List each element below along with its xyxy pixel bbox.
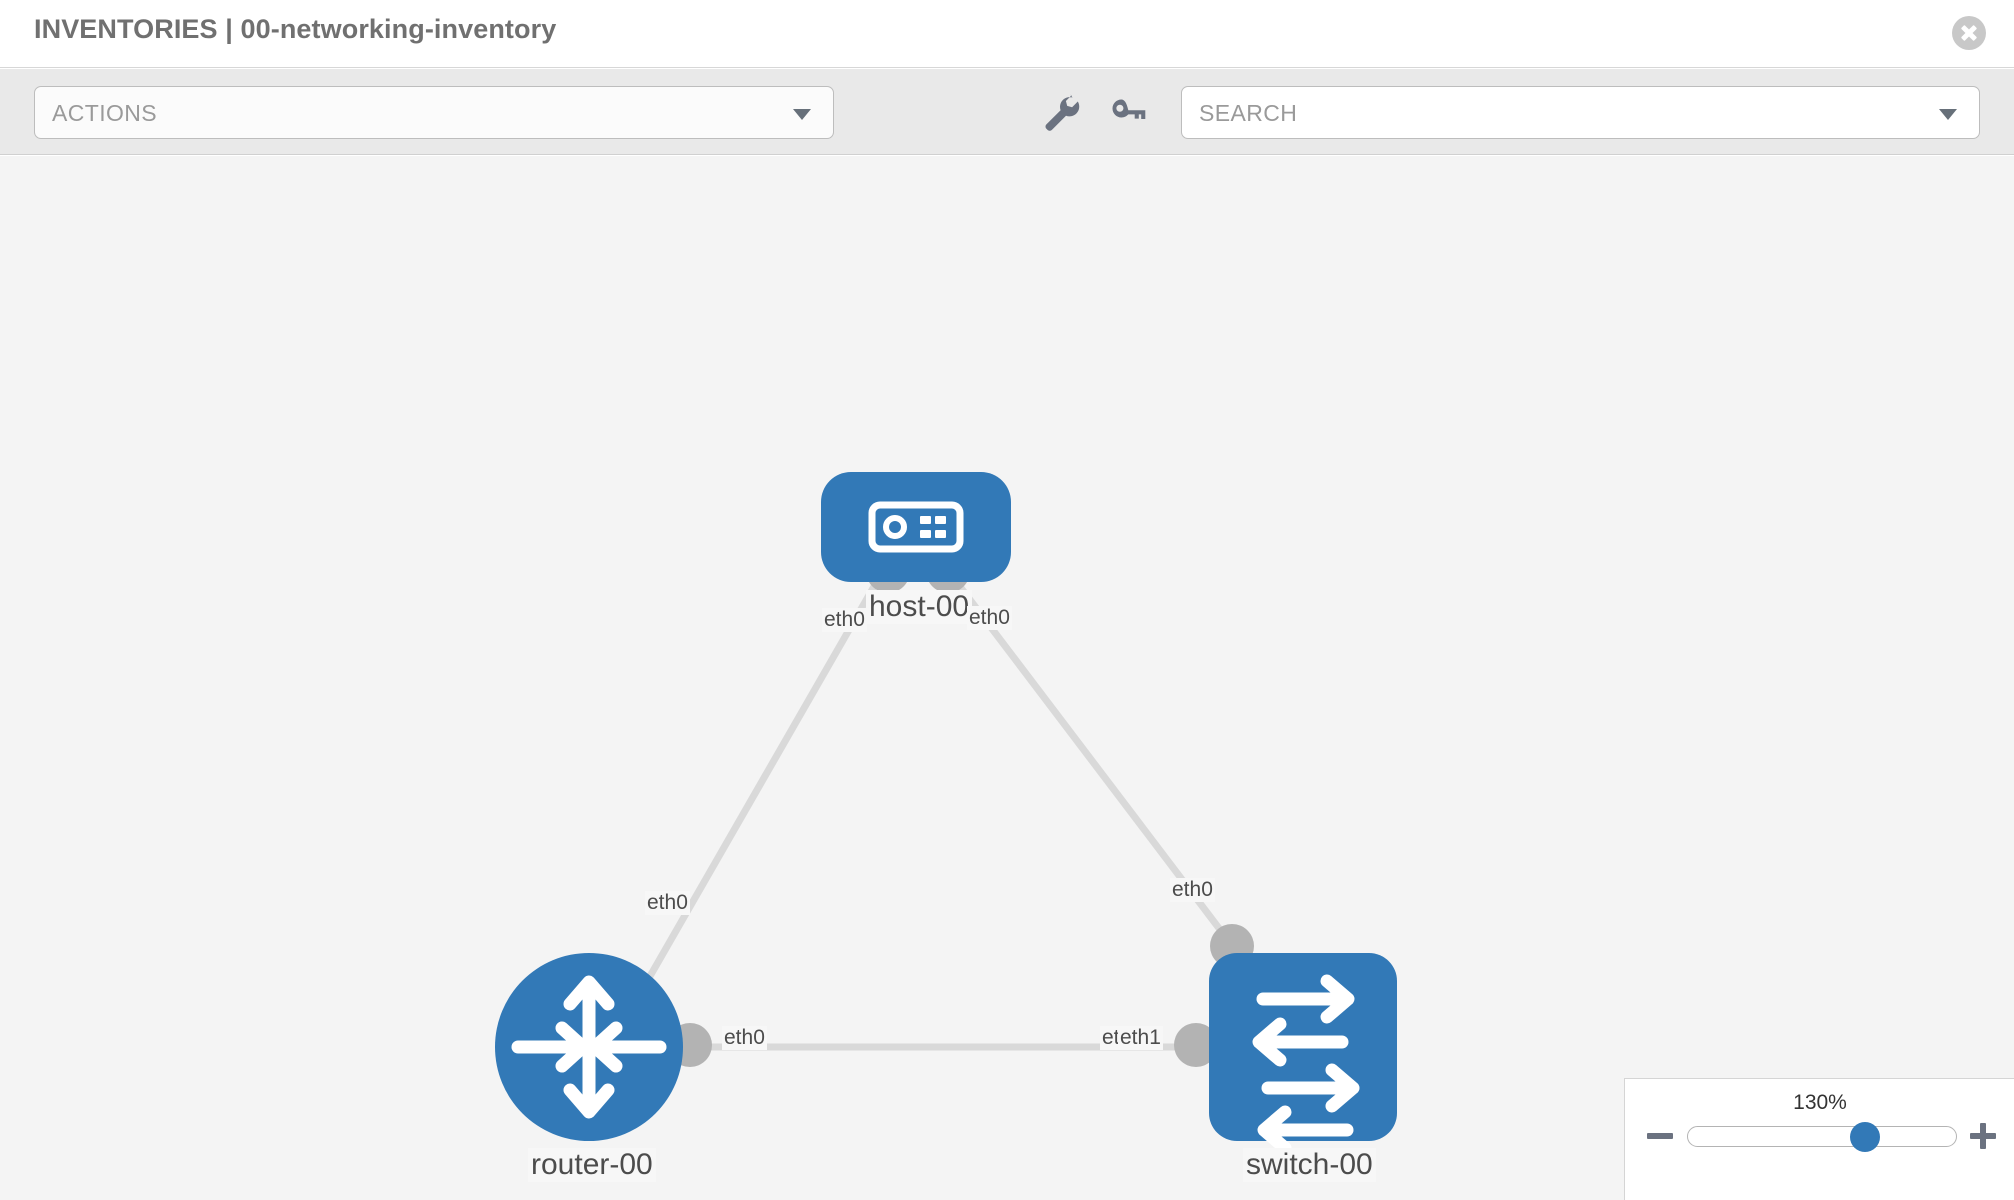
page-header: INVENTORIES | 00-networking-inventory xyxy=(0,0,2014,68)
node-label-host-00: host-00 xyxy=(866,590,973,624)
search-input[interactable]: SEARCH xyxy=(1181,86,1980,139)
node-switch-00[interactable] xyxy=(1209,953,1397,1155)
actions-dropdown-label: ACTIONS xyxy=(52,100,158,126)
node-host-00[interactable] xyxy=(821,472,1011,582)
topology-links xyxy=(626,573,1245,1051)
chevron-down-icon xyxy=(793,108,811,120)
zoom-slider-handle[interactable] xyxy=(1849,1121,1880,1152)
zoom-slider[interactable] xyxy=(1687,1121,1957,1152)
edge-label-host-router: eth0 xyxy=(822,608,867,632)
chevron-down-icon xyxy=(1939,108,1957,120)
actions-dropdown[interactable]: ACTIONS xyxy=(34,86,834,139)
search-input-placeholder: SEARCH xyxy=(1199,100,1298,126)
edge-label-router-switch: eth0 xyxy=(722,1026,767,1050)
topology-graph xyxy=(495,472,1397,1155)
link-host-router xyxy=(626,574,884,1013)
plus-icon-bar-v xyxy=(1980,1123,1986,1149)
topology-canvas[interactable]: eth0 host-00 eth0 eth0 eth0 eth0 eth0 et… xyxy=(0,156,2014,1200)
edge-label-switch-host: eth0 xyxy=(1170,878,1215,902)
topology-endpoints xyxy=(668,549,1254,1067)
node-router-00[interactable] xyxy=(495,953,683,1141)
wrench-icon[interactable] xyxy=(1040,93,1082,133)
edge-label-router-host: eth0 xyxy=(645,891,690,915)
toolbar: ACTIONS SEARCH xyxy=(0,69,2014,155)
close-icon[interactable] xyxy=(1952,16,1986,50)
node-label-switch-00: switch-00 xyxy=(1243,1148,1376,1182)
edge-label-switch-router: eth1 xyxy=(1118,1026,1163,1050)
page-title: INVENTORIES | 00-networking-inventory xyxy=(34,14,557,44)
zoom-level-label: 130% xyxy=(1793,1091,1847,1114)
minus-icon-bar xyxy=(1647,1133,1673,1139)
edge-label-host-switch: eth0 xyxy=(967,606,1012,630)
zoom-control-panel: 130% xyxy=(1624,1078,2014,1200)
minus-icon[interactable] xyxy=(1645,1121,1675,1151)
plus-icon[interactable] xyxy=(1968,1121,1998,1151)
node-label-router-00: router-00 xyxy=(528,1148,656,1182)
key-icon[interactable] xyxy=(1107,93,1149,133)
endpoint-switch-left xyxy=(1174,1023,1218,1067)
